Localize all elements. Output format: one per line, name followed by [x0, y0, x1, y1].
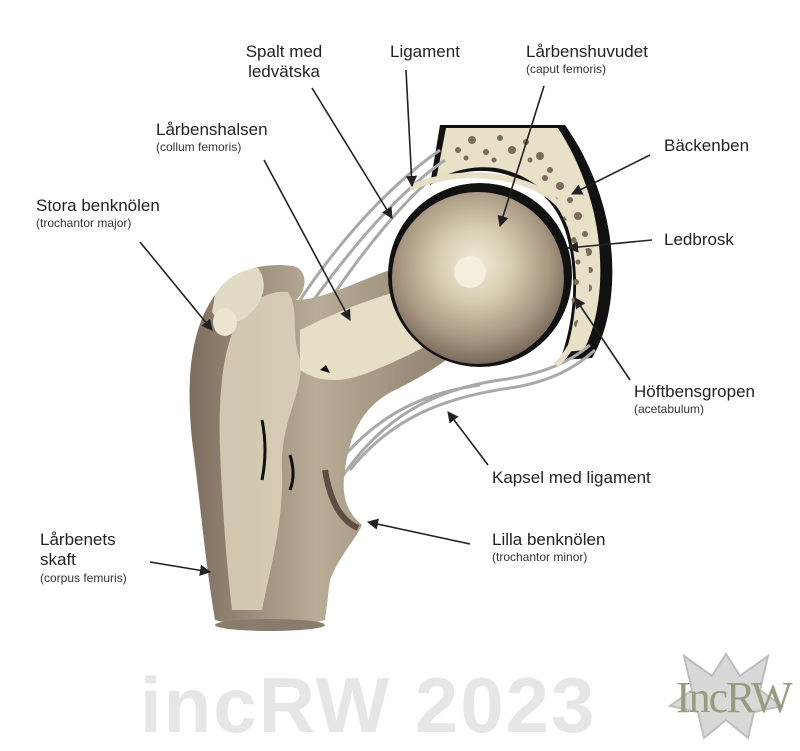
- label-kapsel: Kapsel med ligament: [492, 468, 651, 488]
- label-ligament-main: Ligament: [390, 42, 460, 61]
- label-hoft: Höftbensgropen (acetabulum): [634, 382, 755, 417]
- label-huvud-main: Lårbenshuvudet: [526, 42, 648, 61]
- label-halsen: Lårbenshalsen (collum femoris): [156, 120, 268, 155]
- label-stora-sub: (trochantor major): [36, 216, 132, 231]
- cartilage: [408, 172, 590, 368]
- label-stora: Stora benknölen (trochantor major): [36, 196, 160, 231]
- leader-lines: [139, 69, 653, 576]
- label-halsen-sub: (collum femoris): [156, 140, 242, 155]
- label-lilla-main: Lilla benknölen: [492, 530, 606, 549]
- label-halsen-main: Lårbenshalsen: [156, 120, 268, 139]
- label-skaft-main: Lårbenets skaft: [40, 530, 116, 570]
- label-lilla: Lilla benknölen (trochantor minor): [492, 530, 605, 565]
- label-skaft-sub: (corpus femuris): [40, 570, 127, 585]
- femoral-head: [388, 183, 572, 367]
- logo-emblem: [667, 652, 785, 740]
- label-stora-main: Stora benknölen: [36, 196, 160, 215]
- label-backen: Bäckenben: [664, 136, 749, 156]
- label-kapsel-main: Kapsel med ligament: [492, 468, 651, 487]
- label-ligament: Ligament: [390, 42, 460, 62]
- label-ledbrosk-main: Ledbrosk: [664, 230, 734, 249]
- label-skaft: Lårbenets skaft (corpus femuris): [40, 530, 150, 585]
- label-lilla-sub: (trochantor minor): [492, 550, 588, 565]
- watermark: incRW 2023: [140, 661, 597, 749]
- label-hoft-sub: (acetabulum): [634, 402, 705, 417]
- label-spalt: Spalt med ledvätska: [236, 42, 332, 83]
- label-spalt-main: Spalt med ledvätska: [245, 42, 323, 82]
- label-huvud-sub: (caput femoris): [526, 62, 607, 77]
- label-backen-main: Bäckenben: [664, 136, 750, 155]
- femur-bone: [189, 262, 471, 631]
- label-hoft-main: Höftbensgropen: [634, 382, 755, 401]
- label-ledbrosk: Ledbrosk: [664, 230, 734, 250]
- logo-text: IncRW: [676, 673, 793, 722]
- label-huvud: Lårbenshuvudet (caput femoris): [526, 42, 648, 77]
